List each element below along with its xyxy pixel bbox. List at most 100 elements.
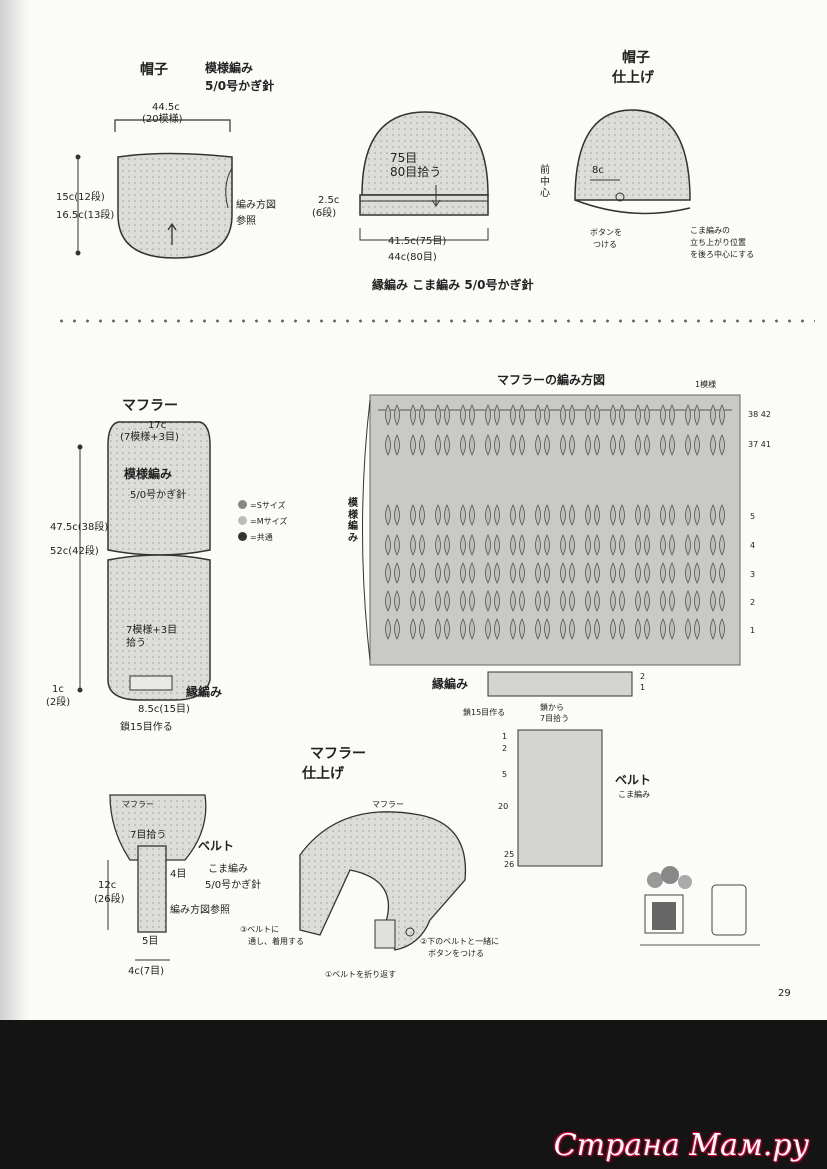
stitch-leaf-mark (669, 404, 675, 426)
legend-common-label: =共通 (250, 533, 273, 542)
pattern-drawings (75, 109, 760, 961)
hat-see-method-2: 参照 (236, 216, 256, 227)
stitch-leaf-mark (585, 434, 591, 456)
stitch-leaf-mark (385, 534, 391, 556)
stitch-leaf-mark (594, 590, 600, 612)
belt-width: 4c(7目) (128, 966, 165, 977)
stitch-leaf-mark (585, 404, 591, 426)
stitch-leaf-mark (469, 404, 475, 426)
belt-rows-right: 4目 (170, 869, 187, 880)
stitch-leaf-mark (444, 562, 450, 584)
stitch-leaf-mark (469, 590, 475, 612)
stitch-leaf-mark (594, 534, 600, 556)
stitch-leaf-mark (719, 590, 725, 612)
scarf-finish-step2-2: ボタンをつける (428, 949, 484, 958)
stitch-leaf-mark (535, 590, 541, 612)
edge-caption: 縁編み こま編み 5/0号かぎ針 (372, 278, 534, 292)
stitch-leaf-mark (410, 434, 416, 456)
stitch-leaf-mark (710, 504, 716, 526)
stitch-leaf-mark (635, 434, 641, 456)
stitch-leaf-mark (560, 404, 566, 426)
stitch-leaf-mark (685, 434, 691, 456)
stitch-leaf-mark (519, 434, 525, 456)
stitch-leaf-mark (510, 534, 516, 556)
stitch-leaf-mark (485, 618, 491, 640)
stitch-leaf-mark (644, 534, 650, 556)
stitch-leaf-mark (435, 534, 441, 556)
stitch-leaf-mark (585, 590, 591, 612)
stitch-leaf-mark (485, 404, 491, 426)
stitch-leaf-mark (535, 618, 541, 640)
stitch-leaf-mark (610, 590, 616, 612)
chart-belt-row-1: 1 (502, 732, 508, 741)
stitch-leaf-mark (510, 404, 516, 426)
scarf-base-width: 8.5c(15目) (138, 704, 190, 715)
stitch-leaf-mark (410, 504, 416, 526)
stitch-leaf-mark (469, 534, 475, 556)
scarf-finish-step3-2: 通し、着用する (248, 937, 304, 946)
hat-note-3: を後ろ中心にする (690, 250, 755, 259)
stitch-leaf-mark (385, 504, 391, 526)
stitch-leaf-mark (460, 504, 466, 526)
stitch-leaf-mark (460, 590, 466, 612)
stitch-leaf-mark (485, 504, 491, 526)
chart-belt-row-25: 25 (504, 850, 515, 859)
scarf-width-label: 17c (148, 420, 167, 431)
stitch-leaf-mark (610, 404, 616, 426)
hat-title: 帽子 (140, 62, 168, 78)
stitch-leaf-mark (710, 618, 716, 640)
stitch-leaf-mark (419, 618, 425, 640)
scarf-height-m: 52c(42段) (50, 546, 99, 557)
stitch-leaf-mark (510, 562, 516, 584)
stitch-leaf-mark (569, 618, 575, 640)
legend-common: =共通 (238, 532, 273, 542)
stitch-leaf-mark (619, 504, 625, 526)
stitch-leaf-mark (519, 618, 525, 640)
stitch-leaf-mark (419, 590, 425, 612)
hat-button-label-2: つける (593, 240, 617, 249)
chart-edge-label: 縁編み (432, 677, 469, 691)
stitch-leaf-mark (435, 404, 441, 426)
stitch-leaf-mark (560, 434, 566, 456)
scarf-width-sub: (7模様+3目) (120, 432, 179, 443)
stitch-leaf-mark (669, 562, 675, 584)
section-divider (55, 318, 815, 324)
stitch-leaf-mark (560, 618, 566, 640)
stitch-leaf-mark (619, 590, 625, 612)
stitch-leaf-mark (544, 434, 550, 456)
stitch-leaf-mark (635, 504, 641, 526)
stitch-leaf-mark (544, 504, 550, 526)
stitch-leaf-mark (660, 618, 666, 640)
legend-common-dot (238, 532, 247, 541)
stitch-leaf-mark (569, 504, 575, 526)
stitch-leaf-mark (610, 534, 616, 556)
legend-m-label: =Mサイズ (250, 517, 288, 526)
stitch-leaf-mark (719, 404, 725, 426)
hat-pickup-2: 80目拾う (390, 165, 442, 179)
stitch-leaf-mark (685, 504, 691, 526)
scarf-finish-step1: ①ベルトを折り返す (325, 970, 397, 979)
stitch-leaf-mark (435, 618, 441, 640)
stitch-leaf-mark (394, 534, 400, 556)
stitch-leaf-mark (694, 562, 700, 584)
belt-diagram (107, 794, 207, 961)
chart-row-top-2: 37 41 (748, 440, 771, 449)
stitch-leaf-mark (494, 434, 500, 456)
chart-belt-row-20: 20 (498, 802, 509, 811)
scarf-finish-step3-1: ③ベルトに (240, 925, 280, 934)
chart-row-3: 3 (750, 570, 756, 579)
stitch-leaf-mark (569, 562, 575, 584)
hat-note-2: 立ち上がり位置 (690, 238, 746, 247)
chart-title: マフラーの編み方図 (497, 373, 606, 387)
stitch-leaf-mark (660, 404, 666, 426)
stitch-leaf-mark (535, 434, 541, 456)
hat-pattern-label: 模様編み (205, 61, 254, 75)
page-number: 29 (778, 988, 791, 999)
stitch-leaf-mark (694, 404, 700, 426)
legend-m: =Mサイズ (238, 516, 287, 526)
stitch-leaf-mark (619, 534, 625, 556)
stitch-leaf-mark (644, 434, 650, 456)
stitch-leaf-mark (635, 534, 641, 556)
stitch-leaf-mark (419, 504, 425, 526)
hat-brim-width-s: 41.5c(75目) (388, 236, 447, 247)
